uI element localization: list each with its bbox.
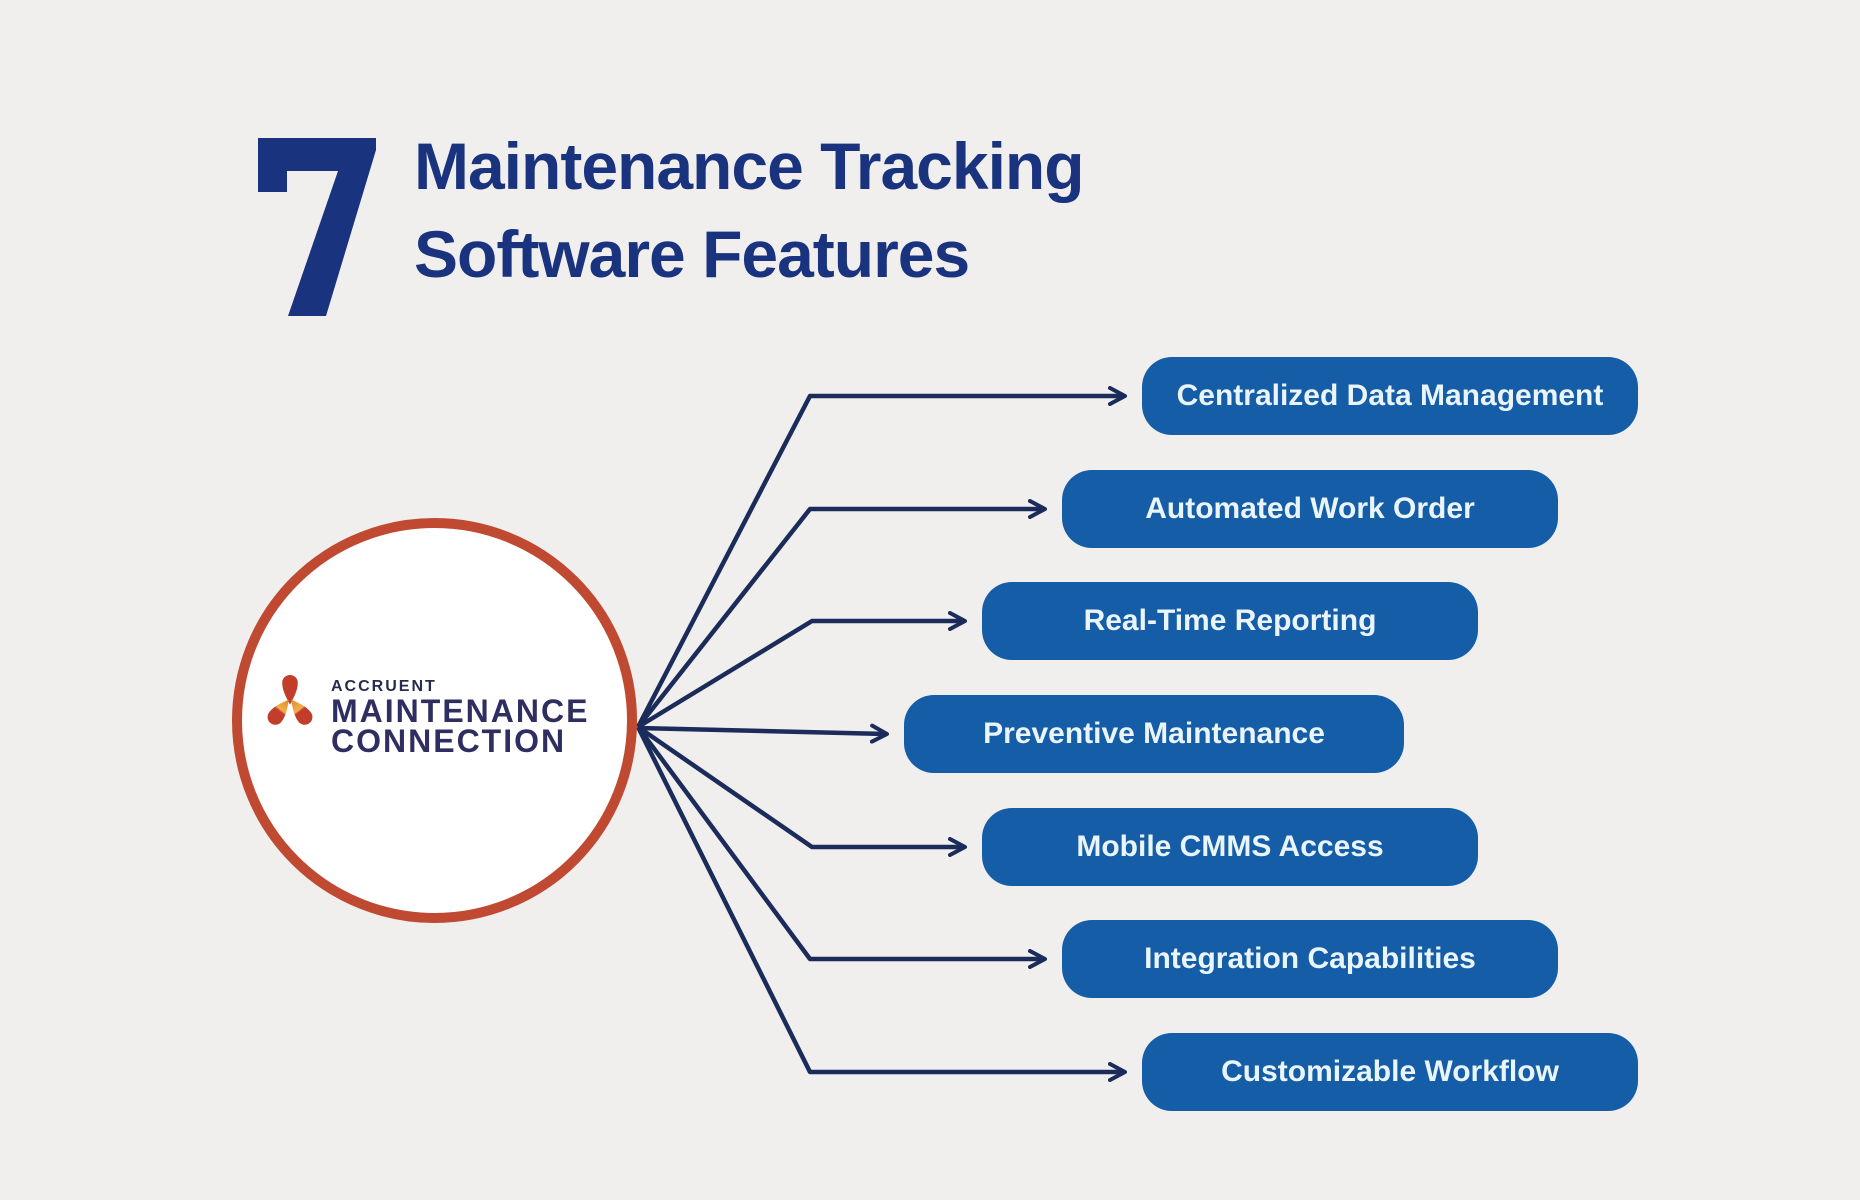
feature-pill-real-time-reporting: Real-Time Reporting bbox=[982, 582, 1478, 660]
title-line-1: Maintenance Tracking bbox=[414, 129, 1085, 203]
connector-arrow-4 bbox=[637, 723, 889, 744]
feature-pill-label: Customizable Workflow bbox=[1221, 1055, 1559, 1088]
feature-pill-label: Mobile CMMS Access bbox=[1076, 830, 1384, 863]
connector-arrow-7 bbox=[635, 725, 1127, 1082]
hub-logo-text: ACCRUENT MAINTENANCE CONNECTION bbox=[331, 678, 589, 757]
feature-pill-label: Real-Time Reporting bbox=[1083, 604, 1377, 637]
numeral-7-glyph bbox=[258, 138, 376, 316]
accruent-logo-icon bbox=[267, 674, 313, 725]
connector-arrow-2 bbox=[636, 499, 1047, 729]
feature-pill-mobile-cmms-access: Mobile CMMS Access bbox=[982, 808, 1478, 886]
feature-pill-customizable-workflow: Customizable Workflow bbox=[1142, 1033, 1638, 1111]
feature-pill-label: Centralized Data Management bbox=[1176, 379, 1604, 412]
connector-arrow-6 bbox=[636, 725, 1047, 969]
feature-pill-preventive-maintenance: Preventive Maintenance bbox=[904, 695, 1404, 773]
count-numeral: 7 bbox=[258, 138, 376, 316]
feature-pill-label: Preventive Maintenance bbox=[983, 717, 1325, 750]
connector-arrow-3 bbox=[636, 611, 967, 729]
connector-arrow-5 bbox=[636, 725, 967, 857]
feature-pill-label: Automated Work Order bbox=[1145, 492, 1475, 525]
logo-name-line-1: MAINTENANCE bbox=[331, 693, 590, 729]
feature-pill-integration-capabilities: Integration Capabilities bbox=[1062, 920, 1558, 998]
connector-arrow-1 bbox=[636, 386, 1127, 729]
feature-pill-centralized-data-management: Centralized Data Management bbox=[1142, 357, 1638, 435]
feature-pill-automated-work-order: Automated Work Order bbox=[1062, 470, 1558, 548]
title-line-2: Software Features bbox=[414, 217, 970, 291]
page-title: Maintenance Tracking Software Features bbox=[414, 122, 1085, 298]
logo-name-line-2: CONNECTION bbox=[331, 723, 567, 759]
logo-brand: ACCRUENT bbox=[331, 678, 437, 695]
feature-pill-label: Integration Capabilities bbox=[1144, 942, 1476, 975]
